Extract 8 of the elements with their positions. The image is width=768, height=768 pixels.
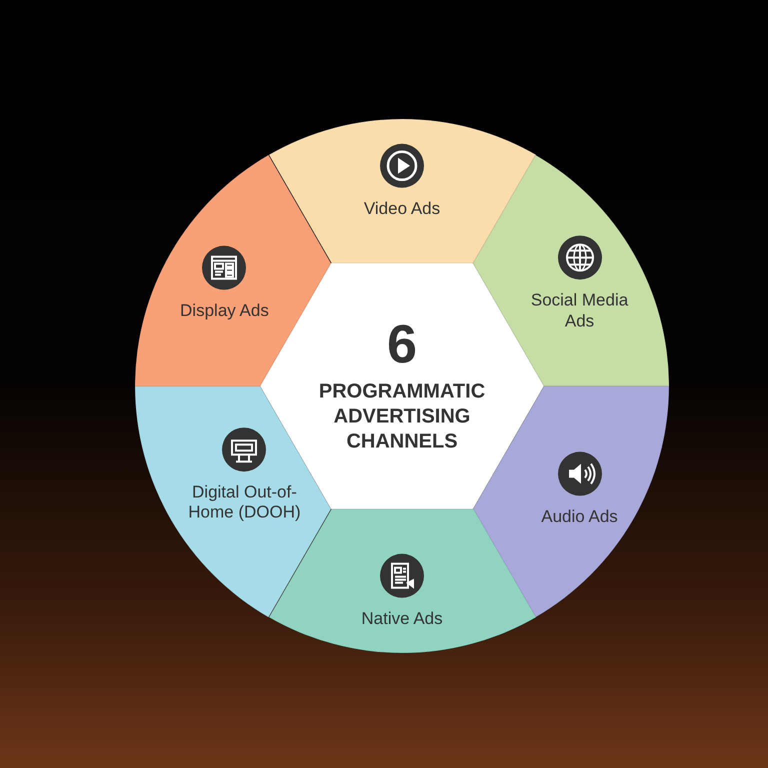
channel-count: 6 xyxy=(386,317,418,372)
segment-label: Display Ads xyxy=(180,301,269,322)
segment-label: Social Media Ads xyxy=(530,291,630,332)
center-title: PROGRAMMATIC ADVERTISING CHANNELS xyxy=(318,379,486,454)
segment-label: Digital Out-of-Home (DOOH) xyxy=(187,482,302,523)
segment-label: Audio Ads xyxy=(541,506,618,527)
segment-label: Video Ads xyxy=(364,198,440,220)
segment-label: Native Ads xyxy=(361,608,443,630)
